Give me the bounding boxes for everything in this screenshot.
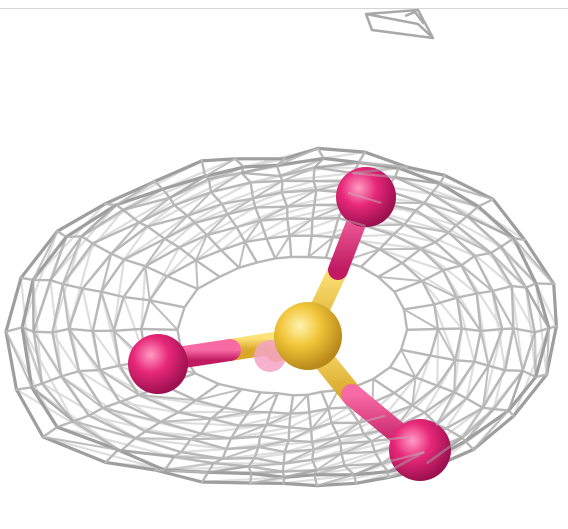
- sulfur-atom: [274, 302, 342, 370]
- top-divider: [0, 8, 568, 9]
- sulfate-molecule: [128, 167, 451, 481]
- mesh-fragment: [364, 8, 435, 40]
- oxygen-atom-2: [128, 334, 188, 394]
- oxygen-atom-3: [389, 419, 451, 481]
- oxygen-atom-1: [336, 167, 396, 227]
- density-mesh-front: [20, 157, 551, 479]
